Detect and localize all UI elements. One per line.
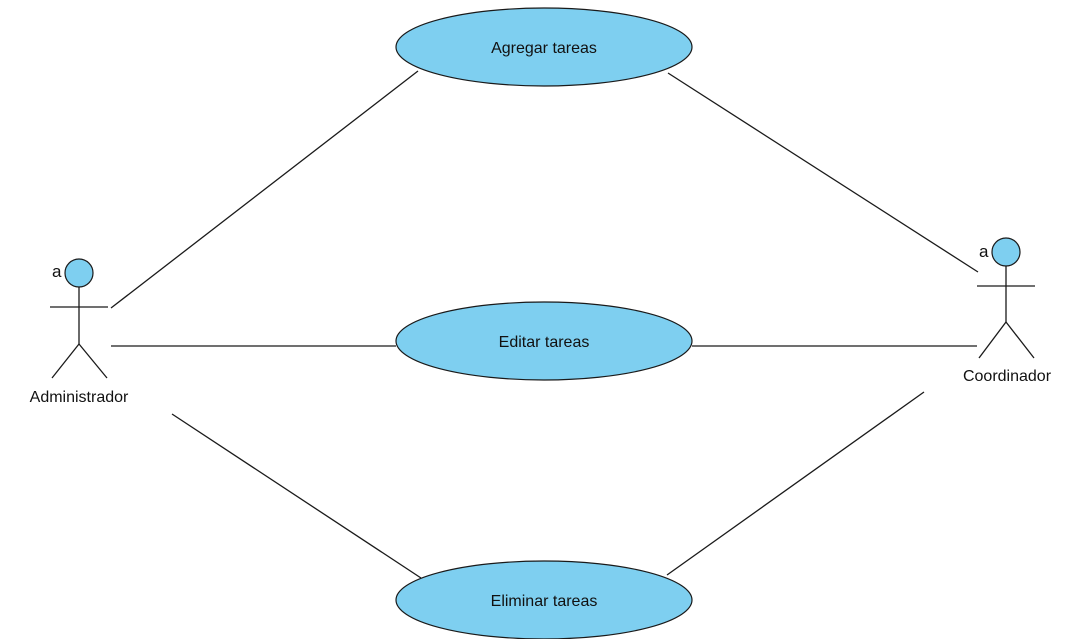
assoc-admin-delete[interactable] — [171, 413, 422, 579]
use-case-eliminar-label: Eliminar tareas — [491, 593, 598, 610]
use-case-editar-label: Editar tareas — [499, 334, 590, 351]
actor-coordinador-marker: a — [979, 242, 989, 261]
use-case-editar[interactable]: Editar tareas — [395, 301, 693, 381]
actor-administrador-label: Administrador — [30, 389, 129, 406]
assoc-coord-delete[interactable] — [666, 391, 925, 576]
actor-administrador-leg-left — [51, 343, 80, 379]
use-case-agregar[interactable]: Agregar tareas — [395, 7, 693, 87]
actor-coordinador-leg-left — [978, 321, 1007, 359]
actor-administrador[interactable]: a Administrador — [30, 258, 129, 406]
actor-coordinador-label: Coordinador — [963, 368, 1052, 385]
assoc-coord-add[interactable] — [667, 72, 979, 273]
assoc-admin-add[interactable] — [110, 70, 419, 309]
actor-administrador-head — [64, 258, 94, 288]
use-case-agregar-label: Agregar tareas — [491, 40, 597, 57]
associations — [110, 70, 979, 579]
actor-coordinador-head — [991, 237, 1021, 267]
use-case-agregar-ellipse — [395, 7, 693, 87]
actor-administrador-leg-right — [78, 343, 108, 379]
use-case-editar-ellipse — [395, 301, 693, 381]
use-case-eliminar[interactable]: Eliminar tareas — [395, 560, 693, 639]
use-case-eliminar-ellipse — [395, 560, 693, 639]
actor-coordinador-leg-right — [1005, 321, 1035, 359]
actor-administrador-marker: a — [52, 262, 62, 281]
actor-coordinador[interactable]: a Coordinador — [963, 237, 1052, 385]
